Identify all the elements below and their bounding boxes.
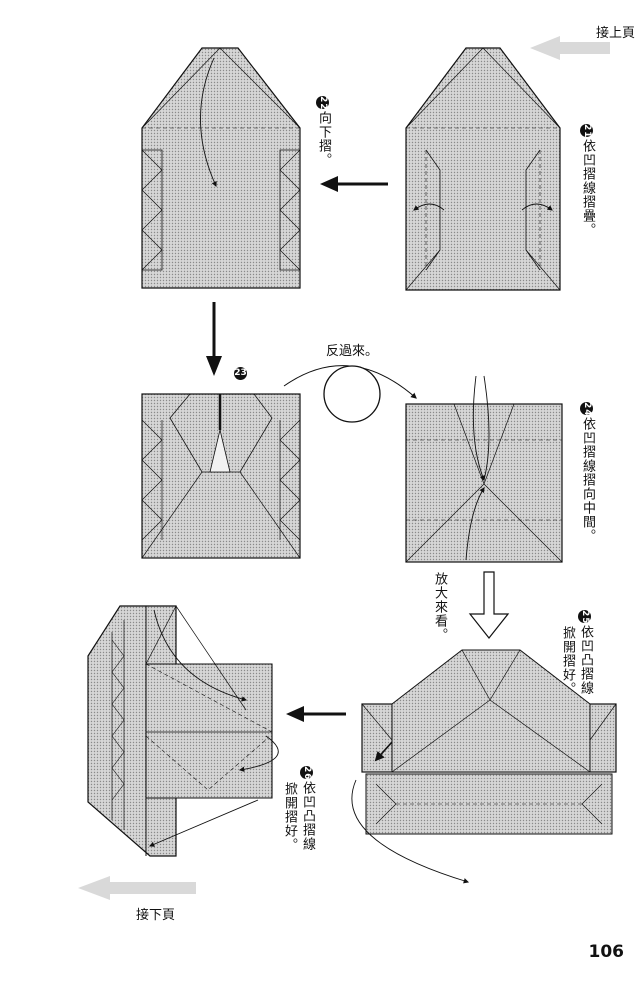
step-26-number: 26 xyxy=(300,766,313,781)
step-21-text: 依凹摺線摺疊。 xyxy=(580,139,595,237)
step-24-text: 依凹摺線摺向中間。 xyxy=(580,417,595,543)
step-arrow-left-1-icon xyxy=(320,176,388,192)
step-23-number: 23 xyxy=(234,367,247,380)
step-22-text: 向下摺。 xyxy=(316,111,331,167)
step-22-figure xyxy=(141,47,301,289)
prev-page-arrow-icon xyxy=(78,876,196,900)
step-22-caption: 22向下摺。 xyxy=(316,96,331,167)
flip-over-label: 反過來。 xyxy=(326,344,379,359)
step-25-caption: 25依凹凸摺線 xyxy=(578,610,593,695)
step-21-caption: 21依凹摺線摺疊。 xyxy=(580,124,595,237)
step-21-number: 21 xyxy=(580,124,593,139)
step-25-text: 依凹凸摺線 xyxy=(578,625,593,695)
step-23-figure xyxy=(141,393,301,559)
step-25-figure xyxy=(351,649,617,884)
step-26-caption-line2: 掀開摺好。 xyxy=(282,782,297,852)
step-24-number: 24 xyxy=(580,402,593,417)
page-number: 106 xyxy=(588,942,625,962)
step-22-number: 22 xyxy=(316,96,329,111)
step-25-caption-line2: 掀開摺好。 xyxy=(560,626,575,696)
prev-page-label[interactable]: 接下頁 xyxy=(136,908,176,923)
step-21-figure xyxy=(405,47,561,291)
step-25-number: 25 xyxy=(578,610,591,625)
step-23-caption: 23 xyxy=(234,364,247,382)
step-26-text: 依凹凸摺線 xyxy=(300,781,315,851)
flip-over-icon xyxy=(283,365,417,423)
step-arrow-down-icon xyxy=(206,302,222,376)
step-24-caption: 24依凹摺線摺向中間。 xyxy=(580,402,595,543)
step-arrow-left-2-icon xyxy=(286,706,346,722)
step-26-caption: 26依凹凸摺線 xyxy=(300,766,315,851)
next-page-arrow-icon xyxy=(530,36,610,60)
step-24-figure xyxy=(405,375,563,563)
zoom-in-label: 放大來看。 xyxy=(432,572,447,642)
step-26-figure xyxy=(87,605,279,857)
zoom-in-arrow-icon xyxy=(468,571,510,639)
next-page-label[interactable]: 接上頁 xyxy=(596,26,636,41)
